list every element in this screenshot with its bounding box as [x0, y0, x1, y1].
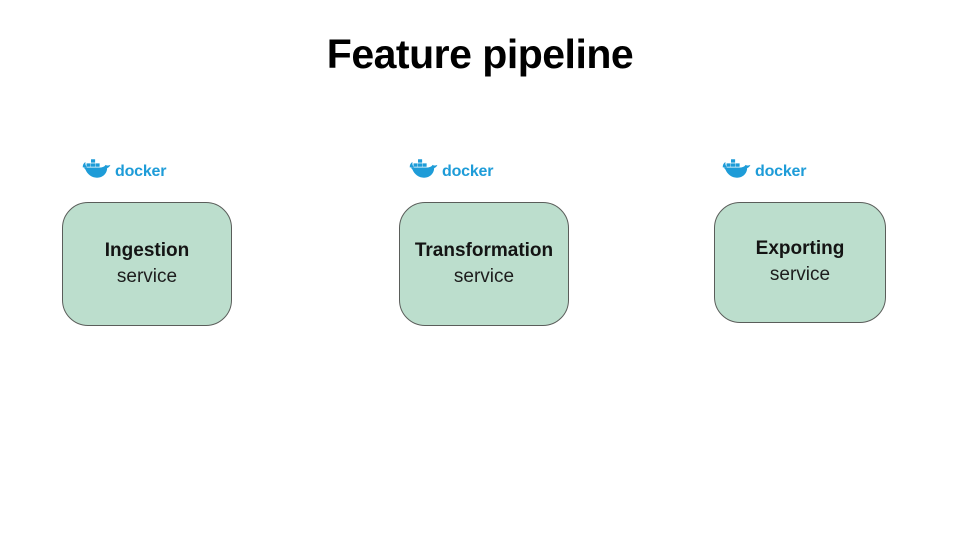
service-type: service — [769, 264, 831, 285]
service-box-ingestion: Ingestion service — [62, 202, 232, 326]
docker-logo: docker — [82, 155, 232, 185]
service-box-exporting: Exporting service — [714, 202, 886, 323]
docker-wordmark: docker — [115, 163, 167, 180]
service-name: Ingestion — [104, 239, 190, 261]
service-box-transformation: Transformation service — [399, 202, 569, 326]
service-name: Exporting — [755, 238, 845, 260]
docker-whale-icon — [722, 158, 751, 178]
service-type: service — [453, 265, 515, 287]
docker-wordmark: docker — [755, 163, 807, 180]
service-name: Transformation — [414, 239, 554, 261]
docker-whale-icon — [82, 158, 111, 178]
docker-logo: docker — [722, 155, 886, 185]
pipeline-stage-exporting: docker Exporting service — [714, 155, 886, 323]
page-title: Feature pipeline — [326, 31, 634, 77]
service-type: service — [116, 265, 178, 287]
docker-logo: docker — [409, 155, 569, 185]
pipeline-stage-transformation: docker Transformation service — [399, 155, 569, 326]
pipeline-stage-ingestion: docker Ingestion service — [62, 155, 232, 326]
docker-wordmark: docker — [442, 163, 494, 180]
docker-whale-icon — [409, 158, 438, 178]
